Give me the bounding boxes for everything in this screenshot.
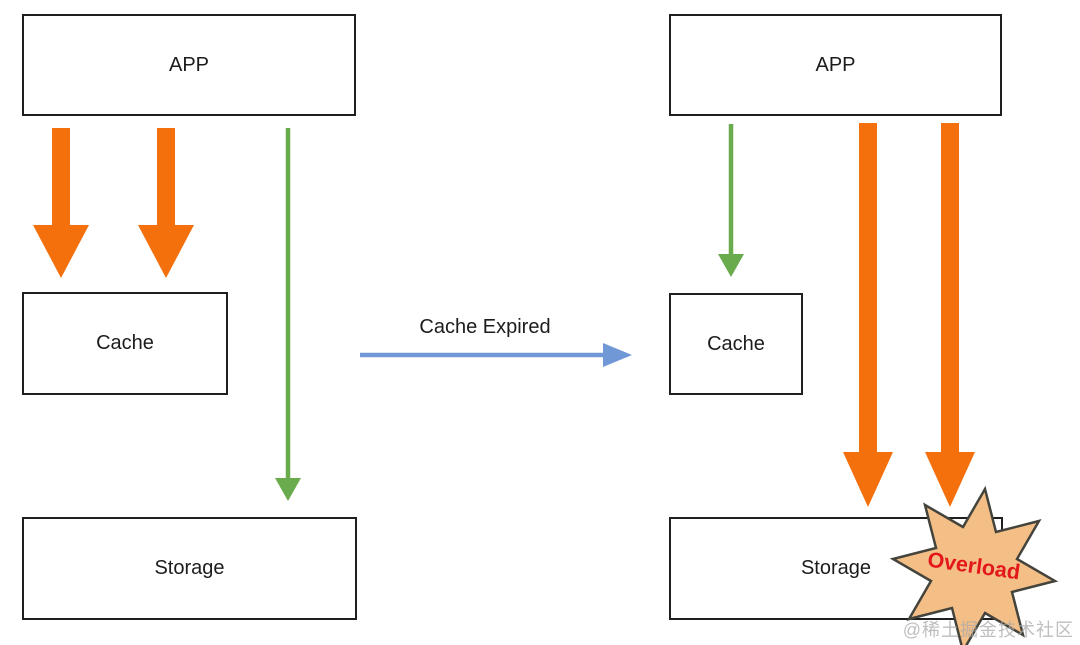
transition-label: Cache Expired: [419, 316, 551, 338]
right-app-box: APP: [669, 14, 1002, 116]
left-app-box: APP: [22, 14, 356, 116]
transition-arrow-head-icon: [603, 343, 632, 367]
left-storage-box: Storage: [22, 517, 357, 620]
left-green-arrow-head-icon: [275, 478, 301, 501]
watermark: @稀土掘金技术社区: [902, 620, 1074, 640]
right-app-label: APP: [815, 53, 856, 76]
right-orange-arrow-2-icon: [925, 123, 975, 507]
left-app-label: APP: [168, 53, 210, 76]
right-orange-arrow-1-icon: [843, 123, 893, 507]
overload-starburst-icon: [889, 485, 1059, 645]
right-storage-label: Storage: [800, 557, 872, 579]
right-cache-label: Cache: [707, 332, 765, 355]
left-orange-arrow-1-icon: [33, 128, 89, 278]
left-storage-label: Storage: [154, 557, 225, 579]
right-cache-box: Cache: [669, 293, 803, 395]
right-green-arrow-head-icon: [718, 254, 744, 277]
left-cache-label: Cache: [96, 332, 154, 354]
left-orange-arrow-2-icon: [138, 128, 194, 278]
left-cache-box: Cache: [22, 292, 228, 395]
